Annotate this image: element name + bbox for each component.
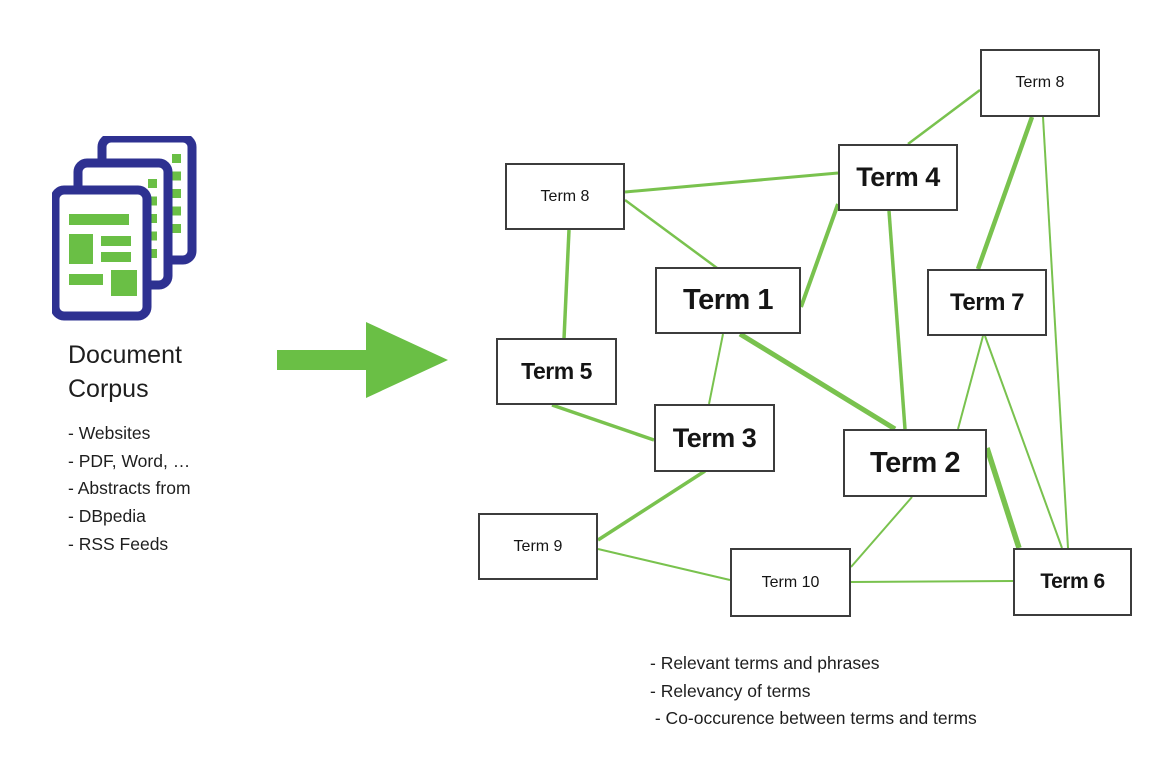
caption-item: - Relevancy of terms <box>650 680 811 701</box>
graph-node-label: Term 6 <box>1040 570 1105 593</box>
graph-node-term10: Term 10 <box>730 548 851 617</box>
graph-node-term1: Term 1 <box>655 267 801 334</box>
edge-term1-term2 <box>738 331 897 432</box>
edge-term4-term2 <box>887 210 907 430</box>
edge-term2-term10 <box>850 496 913 568</box>
graph-caption-list: - Relevant terms and phrases - Relevancy… <box>650 650 977 733</box>
graph-node-term3: Term 3 <box>654 404 775 472</box>
edge-term8-left-term5 <box>562 229 571 340</box>
graph-node-term4: Term 4 <box>838 144 958 211</box>
list-item: - Websites <box>68 423 151 443</box>
caption-item: - Relevant terms and phrases <box>650 653 880 673</box>
graph-node-label: Term 9 <box>513 537 563 555</box>
edge-term2-term6 <box>984 447 1022 549</box>
edge-term9-term10 <box>597 548 731 581</box>
caption-item: - Co-occurence between terms and terms <box>650 708 977 729</box>
graph-node-term6: Term 6 <box>1013 548 1132 616</box>
document-corpus-title: Document Corpus <box>68 341 182 403</box>
edge-term7-term2 <box>957 335 984 430</box>
edge-term4-term1 <box>799 203 840 308</box>
graph-node-term2: Term 2 <box>843 429 987 497</box>
edge-term8-left-term4 <box>624 171 839 194</box>
graph-node-label: Term 8 <box>540 187 590 205</box>
edge-term3-term9 <box>597 469 706 542</box>
edge-term8-left-term1 <box>624 198 718 270</box>
graph-node-term8-top: Term 8 <box>980 49 1100 117</box>
list-item: - Abstracts from <box>68 478 191 499</box>
list-item: - RSS Feeds <box>68 533 169 554</box>
graph-node-term8-left: Term 8 <box>505 163 625 230</box>
front-page <box>52 185 152 321</box>
graph-node-term7: Term 7 <box>927 269 1047 336</box>
edge-term8-top-term4 <box>907 89 981 145</box>
edge-term8-top-term7 <box>975 116 1035 270</box>
graph-node-label: Term 3 <box>672 422 757 453</box>
graph-node-label: Term 5 <box>521 358 592 384</box>
document-stack-icon <box>52 136 197 321</box>
graph-node-label: Term 4 <box>856 162 940 192</box>
graph-node-term9: Term 9 <box>478 513 598 580</box>
list-item: - PDF, Word, … <box>68 450 191 471</box>
graph-node-label: Term 2 <box>870 446 960 479</box>
graph-node-label: Term 1 <box>683 284 773 316</box>
graph-node-label: Term 8 <box>1015 74 1065 91</box>
document-corpus-list: - Websites - PDF, Word, … - Abstracts fr… <box>68 420 191 559</box>
edge-term7-term6 <box>984 335 1063 549</box>
edge-term1-term3 <box>708 333 724 405</box>
graph-node-term5: Term 5 <box>496 338 617 405</box>
graph-node-label: Term 10 <box>761 573 820 591</box>
list-item: - DBpedia <box>68 506 146 527</box>
graph-node-label: Term 7 <box>950 288 1024 316</box>
edge-term5-term3 <box>551 403 655 442</box>
edge-term8-top-term6 <box>1042 116 1069 549</box>
right-arrow-icon <box>277 322 448 398</box>
edge-term10-term6 <box>850 580 1014 583</box>
